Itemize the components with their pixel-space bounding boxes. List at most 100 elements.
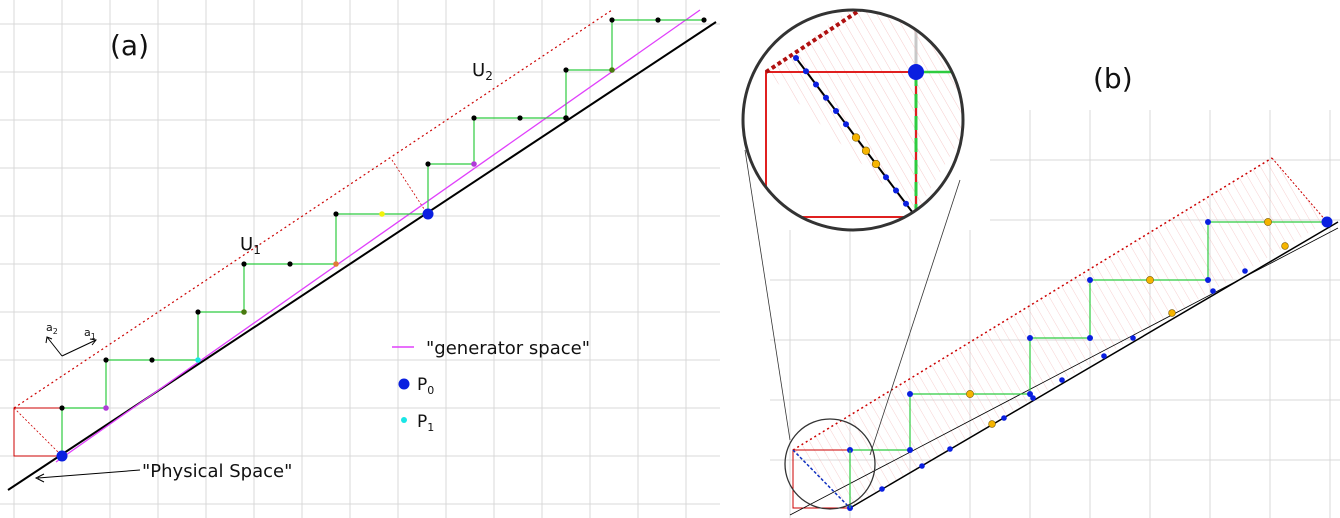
lattice-point — [425, 161, 431, 167]
p0-point — [422, 208, 434, 220]
lattice-point — [701, 17, 707, 23]
projected-point — [241, 309, 247, 315]
staircase-b — [849, 221, 1327, 508]
lattice-point — [1027, 335, 1033, 341]
physical-space-line-b — [849, 221, 1339, 509]
lattice-point — [59, 405, 65, 411]
physical-point — [1130, 335, 1136, 341]
mag-point — [871, 159, 881, 169]
lattice-point — [517, 115, 523, 121]
physical-point — [1101, 353, 1107, 359]
projected-point — [966, 390, 974, 398]
physical-point — [947, 446, 953, 452]
lattice-point — [609, 17, 615, 23]
projected-point — [195, 357, 201, 363]
lattice-point — [103, 357, 109, 363]
lattice-point — [287, 261, 293, 267]
legend-p1-label: P1 — [417, 412, 434, 434]
physical-space-line-b-lower — [789, 227, 1339, 516]
lattice-axes: a2 a1 — [45, 321, 97, 357]
panel-b-label: (b) — [1093, 62, 1133, 95]
physical-point — [919, 463, 925, 469]
lattice-point — [195, 309, 201, 315]
legend-generator-label: "generator space" — [426, 338, 590, 359]
physical-point-orange — [988, 420, 996, 428]
physical-space-arrow — [37, 469, 141, 479]
p0-point — [1321, 216, 1333, 228]
inner-diagonal — [792, 449, 851, 509]
projected-point — [103, 405, 109, 411]
panel-a: (a) U1 U2 a2 a1 "Physical Space" "genera… — [0, 0, 720, 518]
physical-point — [1242, 268, 1248, 274]
lattice-points-b — [792, 216, 1333, 511]
generator-space-line — [55, 9, 701, 463]
mag-point — [861, 146, 871, 155]
grid-a — [0, 0, 720, 518]
upper-boundary-line-b — [792, 157, 1273, 451]
lattice-point — [241, 261, 247, 267]
small-magnifier-circle — [784, 418, 876, 510]
magnifier-connector-left — [744, 149, 791, 441]
projected-point — [1146, 276, 1154, 284]
legend-p1-swatch — [401, 417, 407, 423]
mag-point — [903, 200, 909, 207]
mag-point — [793, 55, 799, 61]
lattice-point — [149, 357, 155, 363]
projected-point — [333, 261, 339, 267]
lattice-point — [333, 211, 339, 217]
mag-point — [833, 108, 839, 114]
lattice-points-a — [56, 17, 707, 462]
lattice-point — [1205, 219, 1211, 225]
hatched-region-b — [793, 158, 1327, 508]
projected-point — [563, 115, 569, 121]
physical-space-line — [7, 21, 717, 491]
physical-point-orange — [1168, 309, 1176, 317]
physical-point — [879, 486, 885, 492]
physical-point — [1001, 415, 1007, 421]
lattice-point — [563, 67, 569, 73]
lattice-point — [1087, 277, 1093, 283]
mag-point — [883, 174, 889, 181]
legend-p0-label: P0 — [417, 375, 434, 397]
axis-a1-label: a1 — [84, 326, 96, 341]
p0-point — [56, 450, 68, 462]
mag-point — [843, 121, 849, 128]
mag-point — [913, 214, 919, 220]
lattice-point — [907, 447, 913, 453]
physical-point-orange — [1281, 242, 1289, 250]
legend-p0-swatch — [398, 378, 410, 390]
u1-label: U1 — [240, 234, 261, 257]
axis-a2-label: a2 — [46, 321, 58, 336]
physical-point — [1059, 377, 1065, 383]
staircase-a — [61, 19, 704, 456]
panel-b: (b) — [741, 8, 1340, 518]
staircase-path-b — [849, 221, 1327, 508]
lattice-point — [1205, 277, 1211, 283]
lattice-point — [1027, 391, 1033, 397]
lattice-point — [655, 17, 661, 23]
lattice-point — [907, 391, 913, 397]
projected-point — [379, 211, 385, 217]
mag-point — [851, 133, 861, 142]
magnifier-connector-right — [869, 179, 961, 456]
legend: "generator space" P0 P1 — [392, 338, 590, 434]
lattice-point — [1087, 335, 1093, 341]
u-divider-a — [391, 159, 429, 216]
u2-label: U2 — [472, 60, 493, 83]
panel-a-label: (a) — [110, 29, 149, 62]
staircase-path-a — [61, 19, 704, 456]
physical-point — [1210, 288, 1216, 294]
projected-point — [471, 161, 477, 167]
mag-point — [823, 94, 829, 101]
large-magnifier — [741, 8, 965, 232]
projected-point — [609, 67, 615, 73]
mag-point — [803, 68, 809, 75]
physical-space-label: "Physical Space" — [142, 461, 292, 482]
unit-cell-diagonal-a — [13, 407, 63, 457]
physical-point — [1030, 395, 1036, 401]
mag-point — [813, 81, 819, 88]
mag-point — [893, 187, 899, 194]
projected-point — [1264, 218, 1272, 226]
lattice-point — [471, 115, 477, 121]
